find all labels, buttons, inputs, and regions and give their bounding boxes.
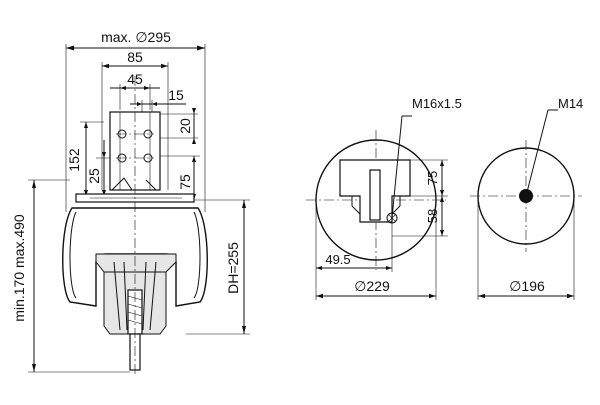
height-152-label: 152: [66, 148, 82, 172]
top-view: M16x1.5 75 58 49.5 ∅229: [306, 96, 462, 300]
arrowhead: [242, 200, 246, 208]
bellows-contour: [193, 211, 201, 299]
piston-rib: [113, 261, 121, 331]
thread-m16-label: M16x1.5: [412, 96, 462, 111]
arrowhead: [84, 122, 88, 128]
height-75-left-label: 75: [177, 174, 193, 190]
height-20-label: 20: [177, 118, 193, 134]
arrowhead: [316, 293, 323, 299]
arrowhead: [102, 190, 106, 196]
arrowhead: [32, 180, 36, 188]
offset-49-5-label: 49.5: [325, 252, 350, 267]
thread-m14-label: M14: [558, 96, 583, 111]
width-15-label: 15: [168, 87, 184, 103]
design-height-label: DH=255: [225, 242, 241, 294]
piston-rib: [149, 261, 157, 331]
width-85-label: 85: [127, 49, 143, 65]
arrowhead: [137, 102, 142, 106]
center-post: [369, 169, 381, 221]
diameter-229-label: ∅229: [354, 278, 390, 294]
height-58-label: 58: [425, 209, 440, 223]
arrowhead: [440, 196, 444, 202]
side-view: max. ∅295 85 45 15 20 152: [11, 29, 250, 376]
arrowhead: [66, 45, 74, 51]
thread-leader: [525, 109, 549, 197]
range-height-label: min.170 max.490: [11, 214, 27, 322]
arrowhead: [161, 63, 168, 69]
height-75-mid-label: 75: [425, 171, 440, 185]
arrowhead: [84, 190, 88, 196]
bracket-flange: [351, 205, 361, 215]
arrowhead: [440, 230, 444, 236]
arrowhead: [440, 190, 444, 196]
arrowhead: [102, 63, 109, 69]
arrowhead: [197, 45, 205, 51]
arrowhead: [192, 108, 196, 114]
arrowhead: [386, 266, 392, 270]
thread-leader: [391, 115, 403, 219]
piston-rib: [142, 261, 147, 331]
arrowhead: [144, 86, 150, 90]
arrowhead: [429, 293, 436, 299]
arrowhead: [152, 102, 157, 106]
height-25-label: 25: [86, 168, 102, 184]
arrowhead: [567, 293, 574, 299]
bellows-contour: [69, 211, 77, 299]
bracket-strut: [111, 177, 133, 191]
arrowhead: [316, 266, 322, 270]
arrowhead: [192, 156, 196, 162]
arrowhead: [102, 152, 106, 158]
piston-rib: [123, 261, 128, 331]
arrowhead: [120, 86, 126, 90]
arrowhead: [440, 160, 444, 166]
diameter-196-label: ∅196: [509, 278, 545, 294]
arrowhead: [242, 326, 246, 334]
arrowhead: [192, 138, 196, 144]
bottom-view: M14 ∅196: [470, 96, 583, 300]
arrowhead: [32, 364, 36, 372]
max-diameter-label: max. ∅295: [101, 29, 171, 45]
bracket-strut: [145, 179, 157, 191]
arrowhead: [478, 293, 485, 299]
